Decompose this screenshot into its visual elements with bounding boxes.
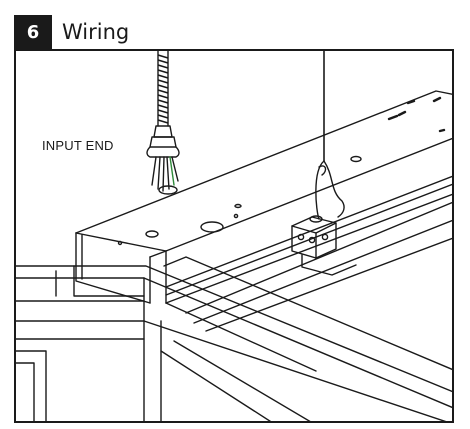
luminaire-housing — [75, 90, 452, 372]
step-number-badge: 6 — [14, 15, 52, 49]
hanger-bracket — [291, 215, 357, 276]
step-title: Wiring — [62, 20, 130, 44]
ceiling-grid — [16, 256, 452, 421]
wiring-illustration — [16, 51, 452, 421]
suspension-cable — [315, 51, 345, 220]
input-end-label: INPUT END — [42, 138, 114, 153]
illustration-frame — [14, 49, 454, 423]
input-wires — [151, 156, 179, 192]
flex-conduit — [146, 51, 180, 158]
conduit-coil — [157, 54, 169, 124]
